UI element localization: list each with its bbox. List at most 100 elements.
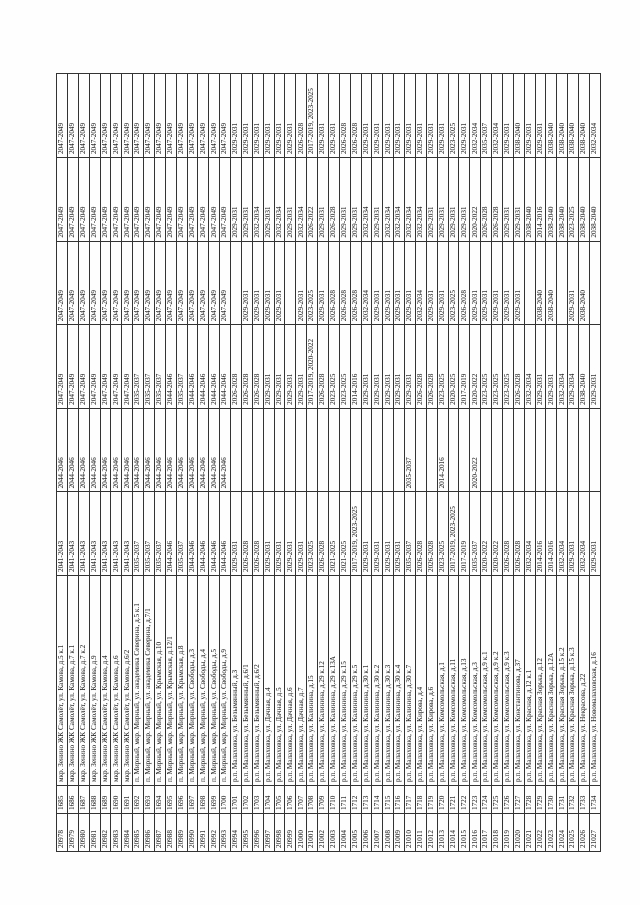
period-1-cell: 2029-2031	[382, 491, 394, 576]
period-5-cell: 2026-2022	[306, 157, 318, 242]
period-2-cell: 2044-2046	[197, 408, 209, 492]
row-id-cell: 20992	[208, 813, 220, 852]
period-6-cell: 2047-2049	[78, 73, 90, 158]
period-4-cell: 2047-2049	[100, 241, 111, 325]
row-id-cell: 21022	[535, 813, 546, 852]
row-id-cell: 21016	[469, 813, 481, 852]
address-cell: п. Мирный, мкр. Мирный, ул. Свободы, д.9	[219, 575, 231, 786]
row-id-cell: 20987	[154, 813, 166, 852]
period-3-cell: 2029-2031	[361, 324, 372, 409]
row-id-cell: 20982	[100, 813, 111, 852]
address-cell: р.п. Малаховка, ул. Калинина, д.30 к.3	[382, 575, 394, 786]
row-num-cell: 1720	[437, 785, 448, 814]
row-id-cell: 21004	[339, 813, 351, 852]
period-5-cell: 2047-2049	[219, 157, 231, 242]
period-3-cell: 2029-2031	[295, 324, 307, 409]
period-1-cell: 2026-2028	[502, 491, 514, 576]
period-4-cell: 2029-2031	[295, 241, 307, 325]
row-id-cell: 21007	[371, 813, 383, 852]
address-cell: р.п. Малаховка, ул. Калинина, д.30 к.1	[361, 575, 372, 786]
address-cell: р.п. Малаховка, ул. Красная Зорька, д.12	[535, 575, 546, 786]
row-num-cell: 1703	[252, 785, 264, 814]
period-4-cell: 2047-2049	[56, 241, 68, 325]
period-2-cell: 2014-2016	[437, 408, 448, 492]
period-1-cell: 2029-2031	[371, 491, 383, 576]
period-6-cell: 2026-2028	[350, 73, 361, 158]
period-5-cell: 2026-2028	[491, 157, 503, 242]
period-6-cell: 2032-2034	[589, 73, 601, 158]
period-2-cell	[371, 408, 383, 492]
row-id-cell: 20988	[165, 813, 177, 852]
row-num-cell: 1712	[350, 785, 361, 814]
period-6-cell: 2047-2049	[56, 73, 68, 158]
period-3-cell: 2044-2046	[197, 324, 209, 409]
period-2-cell	[317, 408, 329, 492]
period-5-cell: 2032-2034	[252, 157, 264, 242]
period-3-cell: 2020-2025	[448, 324, 459, 409]
period-5-cell: 2023-2025	[567, 157, 579, 242]
row-num-cell: 1722	[458, 785, 470, 814]
row-num-cell: 1698	[197, 785, 209, 814]
row-num-cell: 1731	[556, 785, 568, 814]
period-4-cell: 2038-2040	[535, 241, 546, 325]
address-cell: р.п. Малаховка, ул. Некрасова, д.22	[578, 575, 590, 786]
address-cell: р.п. Малаховка, ул. Комсомольская, д.9 к…	[480, 575, 492, 786]
address-cell: р.п. Малаховка, ул. Новомалаховская, д.1…	[589, 575, 601, 786]
period-2-cell: 2044-2046	[132, 408, 144, 492]
address-cell: мкр. Зенино ЖК Самолёт, ул. Камова, д.9	[89, 575, 100, 786]
period-1-cell: 2032-2034	[578, 491, 590, 576]
row-num-cell: 1730	[545, 785, 557, 814]
period-3-cell: 2026-2028	[230, 324, 242, 409]
period-2-cell	[361, 408, 372, 492]
period-2-cell: 2044-2046	[143, 408, 155, 492]
period-1-cell: 2035-2037	[132, 491, 144, 576]
period-3-cell: 2029-2031	[535, 324, 546, 409]
row-num-cell: 1692	[132, 785, 144, 814]
period-3-cell: 2047-2049	[78, 324, 90, 409]
period-6-cell: 2032-2034	[469, 73, 481, 158]
row-num-cell: 1687	[78, 785, 90, 814]
period-5-cell: 2026-2028	[480, 157, 492, 242]
address-cell: мкр. Зенино ЖК Самолёт, ул. Камова, д.6	[110, 575, 122, 786]
period-1-cell: 2035-2037	[469, 491, 481, 576]
period-5-cell: 2029-2031	[284, 157, 296, 242]
period-5-cell: 2038-2040	[524, 157, 535, 242]
period-3-cell: 2026-2028	[426, 324, 438, 409]
period-4-cell	[524, 241, 535, 325]
address-cell: р.п. Малаховка, ул. Дачная, д.6	[284, 575, 296, 786]
period-3-cell: 2026-2028	[241, 324, 253, 409]
period-4-cell: 2029-2031	[263, 241, 274, 325]
period-5-cell: 2014-2016	[535, 157, 546, 242]
period-1-cell: 2044-2046	[208, 491, 220, 576]
period-3-cell: 2044-2046	[187, 324, 198, 409]
period-4-cell: 2029-2031	[371, 241, 383, 325]
period-2-cell	[241, 408, 253, 492]
period-6-cell: 2029-2031	[458, 73, 470, 158]
row-id-cell: 21002	[317, 813, 329, 852]
period-5-cell: 2047-2049	[67, 157, 79, 242]
period-3-cell: 2029-2031	[371, 324, 383, 409]
period-1-cell: 2041-2043	[56, 491, 68, 576]
address-cell: п. Мирный, мкр. Мирный, ул. Крымская, д.…	[154, 575, 166, 786]
period-6-cell: 2026-2028	[339, 73, 351, 158]
period-5-cell: 2032-2034	[274, 157, 285, 242]
row-num-cell: 1701	[230, 785, 242, 814]
row-num-cell: 1713	[361, 785, 372, 814]
period-5-cell: 2047-2049	[176, 157, 187, 242]
row-num-cell: 1707	[295, 785, 307, 814]
period-1-cell: 2035-2037	[154, 491, 166, 576]
period-3-cell: 2014-2016	[350, 324, 361, 409]
period-6-cell: 2047-2049	[89, 73, 100, 158]
row-num-cell: 1723	[469, 785, 481, 814]
period-4-cell: 2029-2031	[317, 241, 329, 325]
period-3-cell: 2035-2037	[176, 324, 187, 409]
period-1-cell: 2026-2028	[426, 491, 438, 576]
row-num-cell: 1708	[306, 785, 318, 814]
